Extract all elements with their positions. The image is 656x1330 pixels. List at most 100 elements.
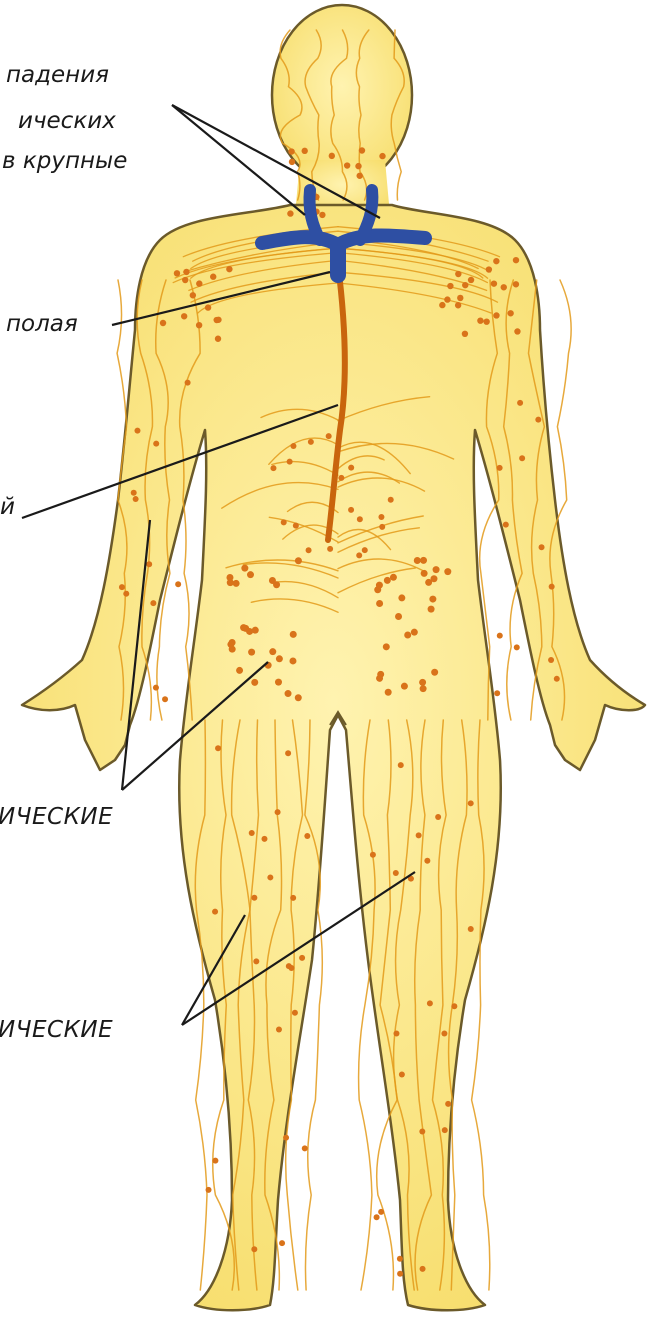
lymph-node	[404, 631, 411, 638]
lymph-node	[362, 547, 368, 553]
lymph-node	[501, 284, 507, 290]
lymph-node	[477, 317, 483, 323]
lymph-node	[427, 1000, 433, 1006]
lymph-node	[397, 1256, 403, 1262]
lymph-node	[302, 1145, 308, 1151]
lymph-node	[514, 328, 520, 334]
lymph-node	[123, 591, 129, 597]
lymph-node	[431, 669, 438, 676]
lymph-node	[182, 277, 188, 283]
lymph-node	[327, 546, 333, 552]
lymph-node	[377, 671, 384, 678]
lymph-node	[249, 830, 255, 836]
lymph-node	[494, 690, 500, 696]
lymph-node	[276, 655, 283, 662]
lymph-node	[411, 629, 418, 636]
lymph-node	[435, 814, 441, 820]
label-lymph-nodes: ИЧЕСКИЕ	[0, 806, 113, 829]
lymph-node	[292, 1010, 298, 1016]
label-thoracic-duct: й	[0, 496, 15, 519]
lymph-node	[425, 579, 432, 586]
lymph-node	[491, 280, 497, 286]
lymph-node	[183, 269, 189, 275]
lymph-node	[497, 465, 503, 471]
lymph-node	[468, 277, 474, 283]
lymph-node	[451, 1003, 457, 1009]
lymph-node	[181, 313, 187, 319]
lymph-node	[283, 1135, 289, 1141]
lymph-node	[267, 874, 273, 880]
lymph-node	[215, 336, 221, 342]
lymph-node	[420, 1266, 426, 1272]
lymph-node	[429, 596, 436, 603]
lymph-node	[379, 524, 385, 530]
lymph-node	[514, 644, 520, 650]
lymph-node	[290, 895, 296, 901]
lymph-node	[289, 159, 295, 165]
lymph-node	[229, 646, 236, 653]
lymph-node	[153, 441, 159, 447]
lymph-node	[507, 310, 513, 316]
lymph-node	[269, 577, 276, 584]
lymph-node	[348, 465, 354, 471]
lymph-node	[385, 689, 392, 696]
lymph-node	[455, 271, 461, 277]
lymph-node	[338, 475, 344, 481]
lymph-node	[356, 552, 362, 558]
lymph-node	[493, 258, 499, 264]
lymph-node	[150, 600, 156, 606]
lymph-node	[119, 584, 125, 590]
lymph-node	[261, 836, 267, 842]
lymph-node	[462, 282, 468, 288]
lymph-node	[226, 574, 233, 581]
lymph-node	[252, 627, 259, 634]
lymph-node	[439, 302, 445, 308]
lymph-node	[206, 1187, 212, 1193]
lymph-node	[308, 439, 314, 445]
lymph-node	[146, 561, 152, 567]
lymph-node	[269, 648, 276, 655]
lymph-node	[162, 696, 168, 702]
lymph-node	[376, 582, 383, 589]
lymph-node	[304, 833, 310, 839]
lymph-node	[513, 257, 519, 263]
lymph-node	[329, 153, 335, 159]
lymph-node	[549, 584, 555, 590]
lymph-node	[483, 318, 489, 324]
lymph-node	[302, 148, 308, 154]
lymph-node	[236, 667, 243, 674]
lymph-node	[398, 594, 405, 601]
lymph-node	[444, 568, 451, 575]
lymph-node	[295, 557, 302, 564]
lymph-node	[251, 1246, 257, 1252]
lymph-node	[287, 459, 293, 465]
lymph-node	[290, 443, 296, 449]
label-ducts-line3: в крупные	[2, 150, 127, 173]
lymph-node	[326, 433, 332, 439]
lymph-node	[196, 280, 202, 286]
lymph-node	[290, 631, 297, 638]
lymph-node	[416, 832, 422, 838]
lymph-node	[497, 633, 503, 639]
lymph-node	[401, 683, 408, 690]
lymph-node	[215, 745, 221, 751]
lymph-node	[493, 312, 499, 318]
lymph-node	[299, 955, 305, 961]
lymph-node	[275, 809, 281, 815]
lymph-node	[133, 496, 139, 502]
lymph-node	[248, 649, 255, 656]
lymph-node	[548, 657, 554, 663]
lymph-node	[241, 565, 248, 572]
lymph-node	[441, 1031, 447, 1037]
lymph-node	[455, 302, 461, 308]
lymph-node	[397, 1271, 403, 1277]
lymph-node	[539, 544, 545, 550]
lymph-node	[212, 909, 218, 915]
lymph-node	[275, 679, 282, 686]
lymph-node	[355, 163, 361, 169]
lymph-node	[131, 490, 137, 496]
lymph-node	[444, 296, 450, 302]
lymph-node	[398, 762, 404, 768]
